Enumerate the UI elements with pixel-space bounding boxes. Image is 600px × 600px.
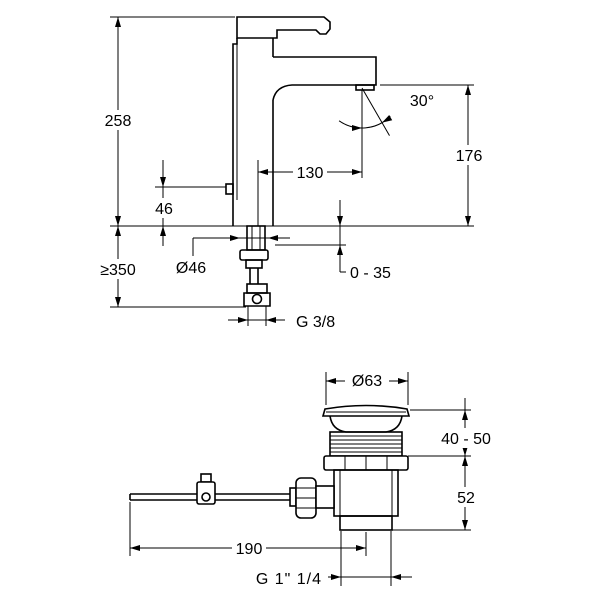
dim-below-counter: ≥350 (96, 226, 246, 308)
drain-cup (329, 415, 403, 433)
outlet-thread-label: G 1" 1/4 (256, 571, 322, 588)
waste-drawing: Ø63 40 - 50 52 (129, 371, 496, 588)
faucet-drawing: 258 ≥350 46 Ø46 (96, 16, 486, 331)
faucet-spout (272, 56, 377, 101)
dim-flange-diameter: Ø63 (325, 371, 409, 405)
dim-spout-reach: 130 (257, 90, 363, 226)
popup-knob (225, 183, 234, 195)
body-height-label: 52 (457, 490, 475, 507)
aerator (355, 84, 375, 91)
spout-height-label: 176 (456, 148, 483, 165)
flange-adjust-label: 40 - 50 (441, 431, 491, 448)
connection-thread-label: G 3/8 (296, 314, 335, 331)
mounting-stud (239, 225, 269, 284)
dim-counter-thickness: 0 - 35 (275, 200, 391, 282)
dim-connection-thread: G 3/8 (228, 306, 335, 331)
dim-hole-diameter: Ø46 (176, 235, 290, 277)
drain-thread (329, 431, 403, 457)
counter-thickness-label: 0 - 35 (350, 265, 391, 282)
dim-spout-height: 176 (380, 84, 486, 226)
supply-connector (243, 283, 271, 307)
rod-clamp (196, 473, 216, 505)
drain-lower-body (333, 469, 399, 531)
drain-body (321, 404, 411, 531)
dim-swivel-angle: 30° (338, 87, 434, 136)
faucet-lever (236, 16, 331, 39)
faucet-body (232, 38, 274, 226)
rod-length-label: 190 (236, 541, 263, 558)
rod-fitting (289, 477, 335, 519)
knob-height-label: 46 (155, 201, 173, 218)
dim-flange-adjust: 40 - 50 (408, 398, 496, 457)
below-counter-label: ≥350 (100, 262, 136, 279)
hole-diameter-label: Ø46 (176, 260, 206, 277)
drain-nut (323, 455, 409, 471)
dim-knob-height: 46 (151, 160, 226, 246)
dim-body-height: 52 (392, 456, 479, 531)
swivel-angle-label: 30° (410, 93, 434, 110)
drain-flange (321, 404, 411, 417)
flange-diameter-label: Ø63 (352, 373, 382, 390)
dim-outlet-thread: G 1" 1/4 (256, 531, 412, 588)
spout-reach-label: 130 (297, 165, 324, 182)
dim-rod-length: 190 (129, 502, 367, 558)
dim-total-height: 258 (101, 16, 235, 226)
total-height-label: 258 (105, 113, 132, 130)
